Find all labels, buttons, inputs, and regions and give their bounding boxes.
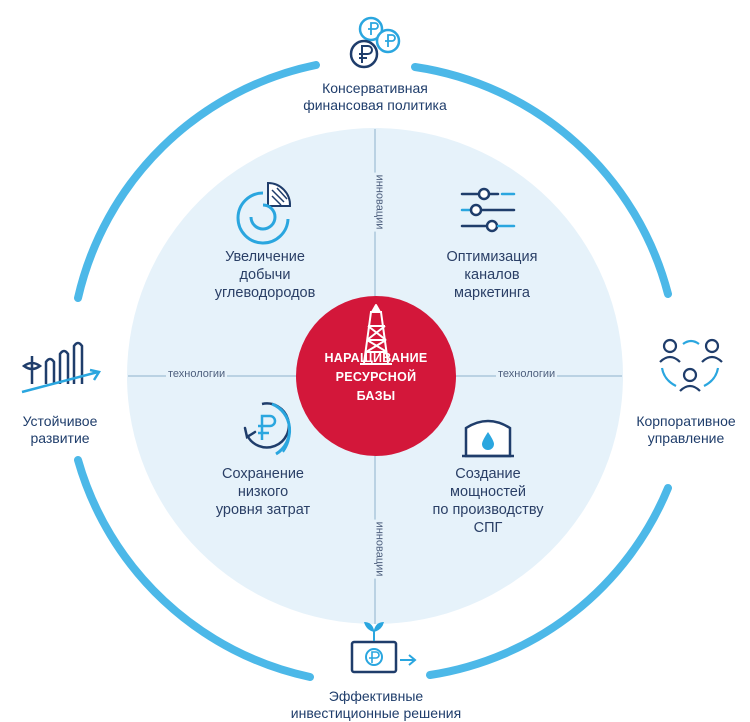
quadrant-label-bottom-right: Создание мощностей по производству СПГ — [432, 466, 544, 536]
ring-segment-bottom-right — [426, 484, 672, 679]
axis-label-bottom: инновации — [373, 519, 386, 579]
ring-segment-top-right — [411, 63, 672, 298]
center-line-1: НАРАЩИВАНИЕ — [324, 351, 428, 365]
axis-label-top: инновации — [373, 172, 386, 232]
center-line-3: БАЗЫ — [356, 389, 396, 403]
ruble-coins-icon — [349, 16, 401, 69]
outer-label-right: Корпоративное управление — [636, 413, 736, 446]
quadrant-label-top-right: Оптимизация каналов маркетинга — [446, 249, 538, 301]
sliders-icon — [460, 187, 516, 233]
quadrant-label-bottom-left: Сохранение низкого уровня затрат — [215, 466, 311, 518]
ring-segment-bottom-left — [74, 456, 314, 681]
drilling-rig-icon — [360, 304, 392, 365]
people-network-icon — [659, 338, 723, 392]
center-line-2: РЕСУРСНОЙ — [335, 370, 417, 384]
axis-label-left: технологии — [166, 368, 228, 380]
lng-tank-icon — [462, 419, 514, 458]
outer-ring — [74, 61, 672, 681]
outer-label-top: Консервативная финансовая политика — [303, 80, 447, 113]
ruble-sprout-icon — [350, 622, 417, 674]
center-title: НАРАЩИВАНИЕ РЕСУРСНОЙ БАЗЫ — [306, 349, 446, 406]
quadrant-label-top-left: Увеличение добычи углеводородов — [214, 249, 316, 301]
ring-segment-top-left — [74, 61, 320, 302]
growth-bars-icon — [21, 341, 101, 394]
center-circle — [296, 296, 456, 456]
ruble-cycle-icon — [243, 402, 292, 456]
axis-label-right: технологии — [496, 368, 558, 380]
outer-label-bottom: Эффективные инвестиционные решения — [290, 688, 462, 721]
pie-chart-icon — [236, 181, 292, 245]
outer-label-left: Устойчивое развитие — [22, 413, 98, 446]
